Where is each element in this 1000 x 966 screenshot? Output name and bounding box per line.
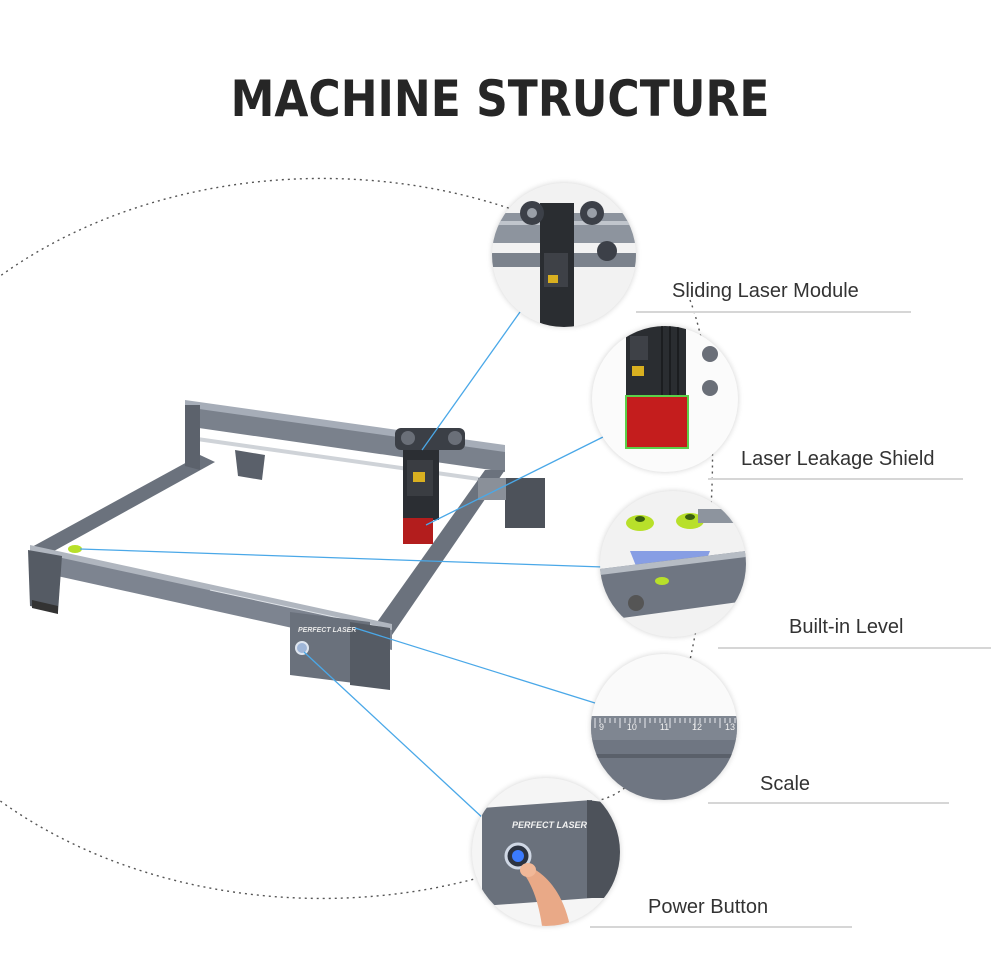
page-title: MACHINE STRUCTURE	[230, 70, 770, 128]
feature-underline	[708, 478, 963, 480]
feature-underline	[718, 647, 991, 649]
scale-tick-label: 11	[659, 722, 670, 732]
feature-underline	[636, 311, 911, 313]
feature-underline	[590, 926, 852, 928]
closeup-brand-text: PERFECT LASER	[512, 820, 588, 830]
bubble-level-closeup	[600, 491, 746, 637]
box-brand-text: PERFECT LASER	[298, 627, 356, 634]
feature-label-leakage-shield: Laser Leakage Shield	[741, 448, 935, 470]
connector-lines	[79, 311, 604, 821]
scale-tick-label: 9	[599, 722, 605, 732]
feature-label-power-button: Power Button	[648, 896, 769, 918]
machine-frame: PERFECT LASER	[28, 400, 545, 690]
laser-module-closeup	[492, 183, 636, 327]
power-button-closeup: PERFECT LASER	[472, 778, 620, 926]
scale-tick-label: 12	[692, 722, 703, 732]
leakage-shield-closeup	[592, 326, 738, 472]
scale-tick-label: 13	[724, 722, 735, 732]
feature-label-built-in-level: Built-in Level	[789, 616, 904, 638]
ruler-scale-closeup: 9 10 11 12 13	[591, 654, 737, 800]
feature-label-scale: Scale	[760, 773, 811, 795]
feature-label-laser-module: Sliding Laser Module	[672, 280, 859, 302]
feature-underline	[708, 802, 949, 804]
scale-tick-label: 10	[626, 722, 637, 732]
